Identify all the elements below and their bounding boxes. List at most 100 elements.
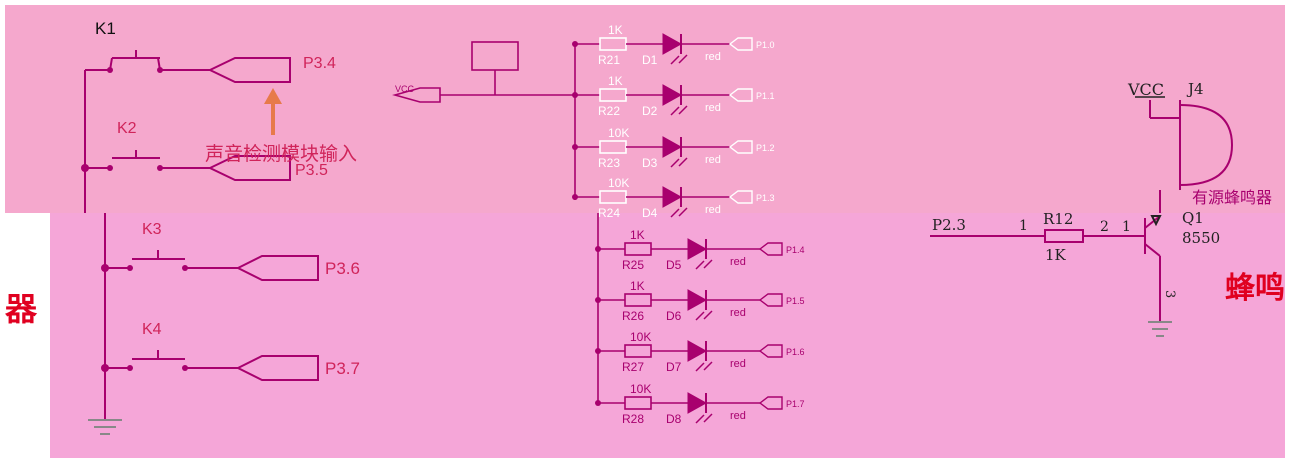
led4-output-pad <box>728 190 753 204</box>
panel-leds-top <box>390 5 840 213</box>
buzzer-j-label: J4 <box>1186 80 1204 98</box>
led-vcc-label: VCC <box>395 84 415 94</box>
led5-junction <box>595 246 601 252</box>
buzzer-input-label: P2.3 <box>932 216 966 234</box>
led-diode-d3 <box>662 136 683 158</box>
led-diode-d7 <box>687 340 708 362</box>
led3-emission-arrows <box>670 157 688 168</box>
led7-resistor-value: 10K <box>630 330 651 344</box>
led4-diode-label: D4 <box>642 206 658 220</box>
led3-output-pad <box>728 140 753 154</box>
led6-color-label: red <box>730 307 746 319</box>
led5-resistor-label: R25 <box>622 258 644 272</box>
led8-junction <box>595 400 601 406</box>
r12-label: R12 <box>1043 210 1073 228</box>
led5-color-label: red <box>730 256 746 268</box>
led5-resistor-value: 1K <box>630 228 645 242</box>
led3-junction <box>572 144 578 150</box>
led3-diode-label: D3 <box>642 156 658 170</box>
r12-pin2: 2 <box>1100 219 1109 235</box>
led8-emission-arrows <box>695 413 713 424</box>
led2-port-label: P1.1 <box>756 91 775 101</box>
led4-port-label: P1.3 <box>756 193 775 203</box>
led-diode-d8 <box>687 392 708 414</box>
led1-diode-label: D1 <box>642 53 658 67</box>
led6-junction <box>595 297 601 303</box>
led-section-wires <box>392 41 599 405</box>
k2-label: K2 <box>117 120 137 137</box>
panel-leds-bottom <box>410 213 865 458</box>
led-diode-d2 <box>662 84 683 106</box>
led2-resistor-value: 1K <box>608 74 623 88</box>
led7-diode-label: D7 <box>666 360 682 374</box>
led1-resistor-value: 1K <box>608 23 623 37</box>
left-big-label: 器 <box>4 291 38 327</box>
led-diode-d1 <box>662 33 683 55</box>
r12-pin1: 1 <box>1019 218 1028 234</box>
k4-label: K4 <box>142 321 162 338</box>
led1-output-pad <box>728 37 753 51</box>
led-diode-d4 <box>662 186 683 208</box>
led2-junction <box>572 92 578 98</box>
led-diode-d6 <box>687 289 708 311</box>
led8-output-pad <box>758 396 783 410</box>
led8-resistor-value: 10K <box>630 382 651 396</box>
buzzer-big-label: 蜂鸣 <box>1225 272 1285 305</box>
led7-port-label: P1.6 <box>786 347 805 357</box>
k1-label: K1 <box>95 19 116 38</box>
led6-port-label: P1.5 <box>786 296 805 306</box>
k2-port-label: P3.5 <box>295 162 328 179</box>
led1-junction <box>572 41 578 47</box>
led3-resistor-label: R23 <box>598 156 620 170</box>
led7-color-label: red <box>730 358 746 370</box>
q1-emitter-pin: 3 <box>1162 290 1177 298</box>
led2-diode-label: D2 <box>642 104 658 118</box>
buzzer-section <box>930 100 1234 337</box>
led5-emission-arrows <box>695 259 713 270</box>
led4-emission-arrows <box>670 207 688 218</box>
panel-buzzer-bottom <box>865 213 1285 458</box>
led8-color-label: red <box>730 410 746 422</box>
led2-output-pad <box>728 88 753 102</box>
k4-port-label: P3.7 <box>325 359 360 378</box>
led5-diode-label: D5 <box>666 258 682 272</box>
led1-emission-arrows <box>670 54 688 65</box>
panel-buzzer-top <box>840 5 1285 213</box>
led8-diode-label: D8 <box>666 412 682 426</box>
led7-resistor-label: R27 <box>622 360 644 374</box>
led6-resistor-label: R26 <box>622 309 644 323</box>
led4-color-label: red <box>705 204 721 216</box>
led1-port-label: P1.0 <box>756 40 775 50</box>
k3-label: K3 <box>142 221 162 238</box>
led4-resistor-label: R24 <box>598 206 620 220</box>
led6-output-pad <box>758 293 783 307</box>
q1-base-pin: 1 <box>1122 219 1131 235</box>
led2-emission-arrows <box>670 105 688 116</box>
led6-emission-arrows <box>695 310 713 321</box>
panel-keys-bottom <box>50 213 410 458</box>
q1-label: Q1 <box>1182 209 1204 227</box>
key-junctions <box>81 67 188 372</box>
led3-resistor-value: 10K <box>608 126 629 140</box>
panel-keys-top <box>5 5 390 213</box>
keys-section <box>84 50 319 435</box>
led4-resistor-value: 10K <box>608 176 629 190</box>
led6-resistor-value: 1K <box>630 279 645 293</box>
q1-type: 8550 <box>1182 229 1220 247</box>
buzzer-vcc-label: VCC <box>1127 80 1164 99</box>
buzzer-annotation: 有源蜂鸣器 <box>1192 189 1272 207</box>
led3-color-label: red <box>705 154 721 166</box>
k1-port-label: P3.4 <box>303 55 336 72</box>
led4-junction <box>572 194 578 200</box>
led8-resistor-label: R28 <box>622 412 644 426</box>
led1-resistor-label: R21 <box>598 53 620 67</box>
sound-input-annotation: 声音检测模块输入 <box>205 143 357 165</box>
r12-value: 1K <box>1045 246 1067 264</box>
led2-color-label: red <box>705 102 721 114</box>
led5-port-label: P1.4 <box>786 245 805 255</box>
annotation-arrow <box>264 88 282 135</box>
led6-diode-label: D6 <box>666 309 682 323</box>
